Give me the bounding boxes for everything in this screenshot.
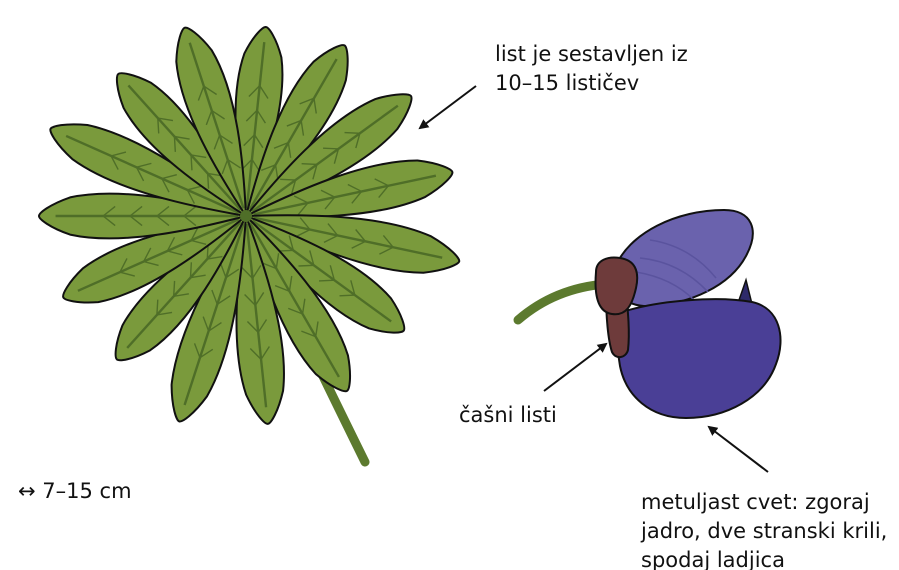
sepal-annotation: čašni listi	[459, 401, 557, 430]
leaf-annotation: list je sestavljen iz 10–15 lističev	[495, 40, 688, 98]
leaflets	[39, 21, 464, 429]
leaf-center	[240, 210, 252, 222]
flower-arrow	[709, 427, 768, 472]
palmate-leaf	[39, 21, 464, 462]
sepal-upper	[596, 258, 638, 315]
flower-stem	[518, 284, 606, 320]
sepal-arrow	[544, 344, 606, 391]
flower-wing-petal	[617, 299, 780, 418]
flower-illustration	[518, 210, 781, 418]
leaf-arrow	[420, 86, 476, 128]
flower-annotation: metuljast cvet: zgoraj jadro, dve strans…	[641, 488, 887, 570]
scale-annotation: ↔ 7–15 cm	[18, 477, 132, 506]
